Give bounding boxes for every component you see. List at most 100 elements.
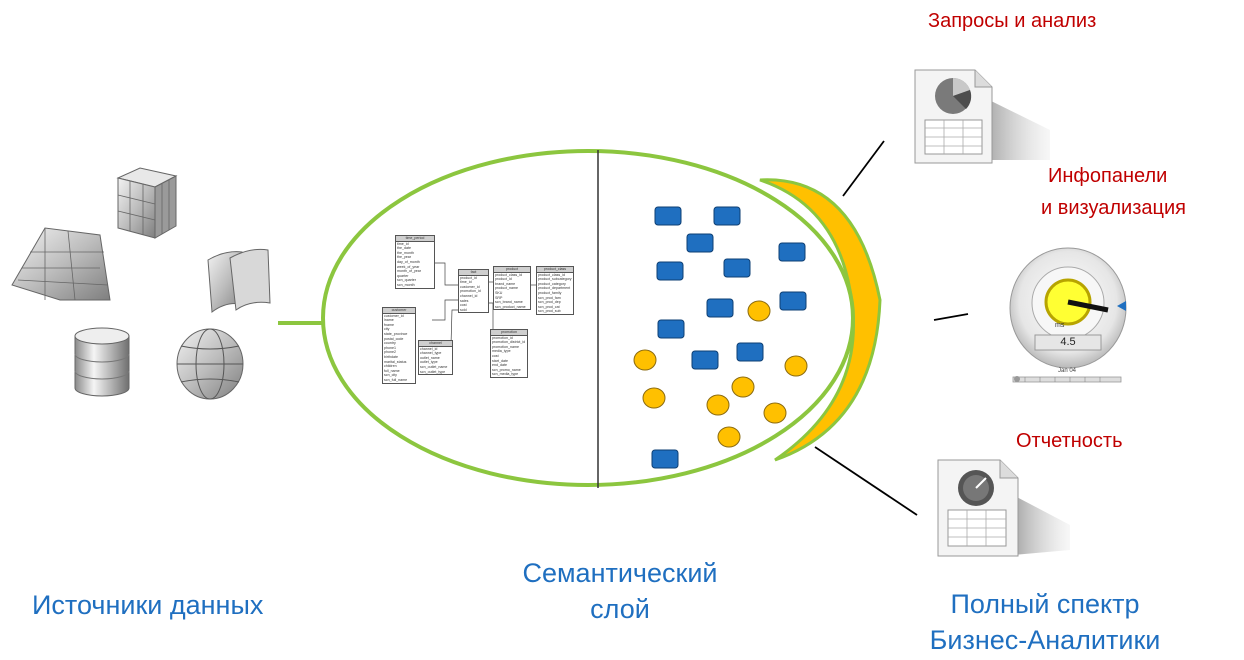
schema-field: product_family bbox=[538, 290, 562, 295]
schema-field: full_name bbox=[384, 368, 400, 373]
schema-field: start_date bbox=[492, 358, 508, 363]
semantic-square bbox=[691, 350, 719, 370]
schema-field: product_id bbox=[460, 275, 477, 280]
schema-field: outlet_name bbox=[420, 355, 440, 360]
reporting-label: Отчетность bbox=[1016, 430, 1123, 452]
semantic-square bbox=[657, 319, 685, 339]
semantic-circle bbox=[763, 402, 787, 424]
semantic-objects-squares bbox=[651, 206, 807, 469]
schema-field: product_id bbox=[495, 277, 512, 282]
schema-field: end_date bbox=[492, 363, 507, 368]
schema-field: month_of_year bbox=[397, 269, 421, 274]
schema-field: product_class_id bbox=[538, 272, 565, 277]
schema-field: customer_id bbox=[460, 284, 480, 289]
schema-table-title: product_class bbox=[537, 267, 573, 273]
schema-field: channel_type bbox=[420, 351, 442, 356]
database-cylinder-icon bbox=[74, 327, 130, 397]
schema-field: time_id bbox=[397, 241, 409, 246]
schema-table-title: promotion bbox=[491, 330, 527, 336]
schema-field: the_year bbox=[397, 255, 411, 260]
schema-field: SKU bbox=[495, 290, 503, 295]
document-pages-icon bbox=[207, 248, 271, 313]
gauge-readout-label: ms bbox=[1055, 322, 1065, 329]
schema-field: fname bbox=[384, 322, 394, 327]
dashboards-label-line1: Инфопанели bbox=[1048, 165, 1168, 187]
schema-field: state_province bbox=[384, 331, 408, 336]
schema-field: channel_id bbox=[460, 293, 478, 298]
schema-field: scn_prod_sub bbox=[538, 309, 561, 314]
semantic-circle bbox=[717, 426, 741, 448]
schema-field: customer_id bbox=[384, 313, 404, 318]
connector-reporting bbox=[814, 446, 918, 516]
schema-field: quarter bbox=[397, 273, 409, 278]
semantic-square bbox=[723, 258, 751, 278]
schema-field: scn_outlet_name bbox=[420, 364, 448, 369]
speedometer-gauge-icon bbox=[1009, 247, 1127, 383]
schema-field: cost bbox=[492, 353, 499, 358]
connector-dashboard bbox=[933, 313, 969, 321]
schema-field: postal_code bbox=[384, 336, 404, 341]
globe-icon bbox=[176, 328, 244, 400]
schema-table-title: fact bbox=[459, 270, 488, 276]
schema-field: children bbox=[384, 364, 397, 369]
bi-crescent bbox=[759, 178, 882, 462]
semantic-square bbox=[656, 261, 684, 281]
schema-field: scn_brand_name bbox=[495, 300, 523, 305]
connector-query bbox=[842, 140, 885, 197]
semantic-layer-label: Семантический слой bbox=[470, 557, 770, 625]
schema-field: outlet_type bbox=[420, 360, 438, 365]
schema-field: cost bbox=[460, 303, 467, 308]
gauge-slider-label: Jan 04 bbox=[1058, 368, 1077, 374]
schema-field: phone2 bbox=[384, 350, 396, 355]
semantic-objects-circles bbox=[633, 300, 808, 448]
pie-chart-report-icon bbox=[914, 69, 1050, 164]
dashboards-label: Инфопанели и визуализация bbox=[1041, 163, 1186, 221]
schema-field: scn_prod_dep bbox=[538, 300, 561, 305]
schema-field: scn_promo_name bbox=[492, 367, 521, 372]
schema-field: product_class_id bbox=[495, 272, 522, 277]
semantic-circle bbox=[731, 376, 755, 398]
schema-field: promotion_district_id bbox=[492, 340, 526, 345]
semantic-circle bbox=[633, 349, 657, 371]
gauge-readout-value: 4.5 bbox=[1060, 336, 1076, 348]
schema-field: marital_status bbox=[384, 359, 407, 364]
schema-field: brand_name bbox=[495, 281, 516, 286]
dashboards-label-line2: и визуализация bbox=[1041, 197, 1186, 219]
schema-field: product_category bbox=[538, 281, 566, 286]
schema-field: media_type bbox=[492, 349, 511, 354]
schema-table-title: product bbox=[494, 267, 530, 273]
schema-field: scn_prod_fam bbox=[538, 295, 561, 300]
semantic-square bbox=[651, 449, 679, 469]
semantic-circle bbox=[706, 394, 730, 416]
schema-table-title: channel bbox=[419, 341, 452, 347]
schema-field: promotion_id bbox=[460, 289, 481, 294]
schema-field: product_department bbox=[538, 286, 571, 291]
schema-field: sold bbox=[460, 307, 467, 312]
semantic-circle bbox=[747, 300, 771, 322]
schema-field: scn_media_type bbox=[492, 372, 519, 377]
semantic-square bbox=[686, 233, 714, 253]
schema-field: the_month bbox=[397, 250, 414, 255]
semantic-square bbox=[779, 291, 807, 311]
schema-field: the_date bbox=[397, 246, 411, 251]
gauge-report-icon bbox=[937, 459, 1070, 557]
schema-field: product_name bbox=[495, 286, 518, 291]
semantic-circle bbox=[642, 387, 666, 409]
schema-field: promotion_name bbox=[492, 344, 519, 349]
data-sources-label: Источники данных bbox=[32, 590, 264, 620]
semantic-square bbox=[713, 206, 741, 226]
bi-spectrum-label: Полный спектр Бизнес-Аналитики bbox=[880, 588, 1210, 656]
semantic-layer-label-line2: слой bbox=[590, 594, 650, 624]
schema-field: city bbox=[384, 327, 390, 332]
semantic-square bbox=[778, 242, 806, 262]
olap-cube-icon bbox=[116, 167, 178, 239]
schema-field: product_subcategory bbox=[538, 277, 572, 282]
schema-field: promotion_id bbox=[492, 335, 513, 340]
